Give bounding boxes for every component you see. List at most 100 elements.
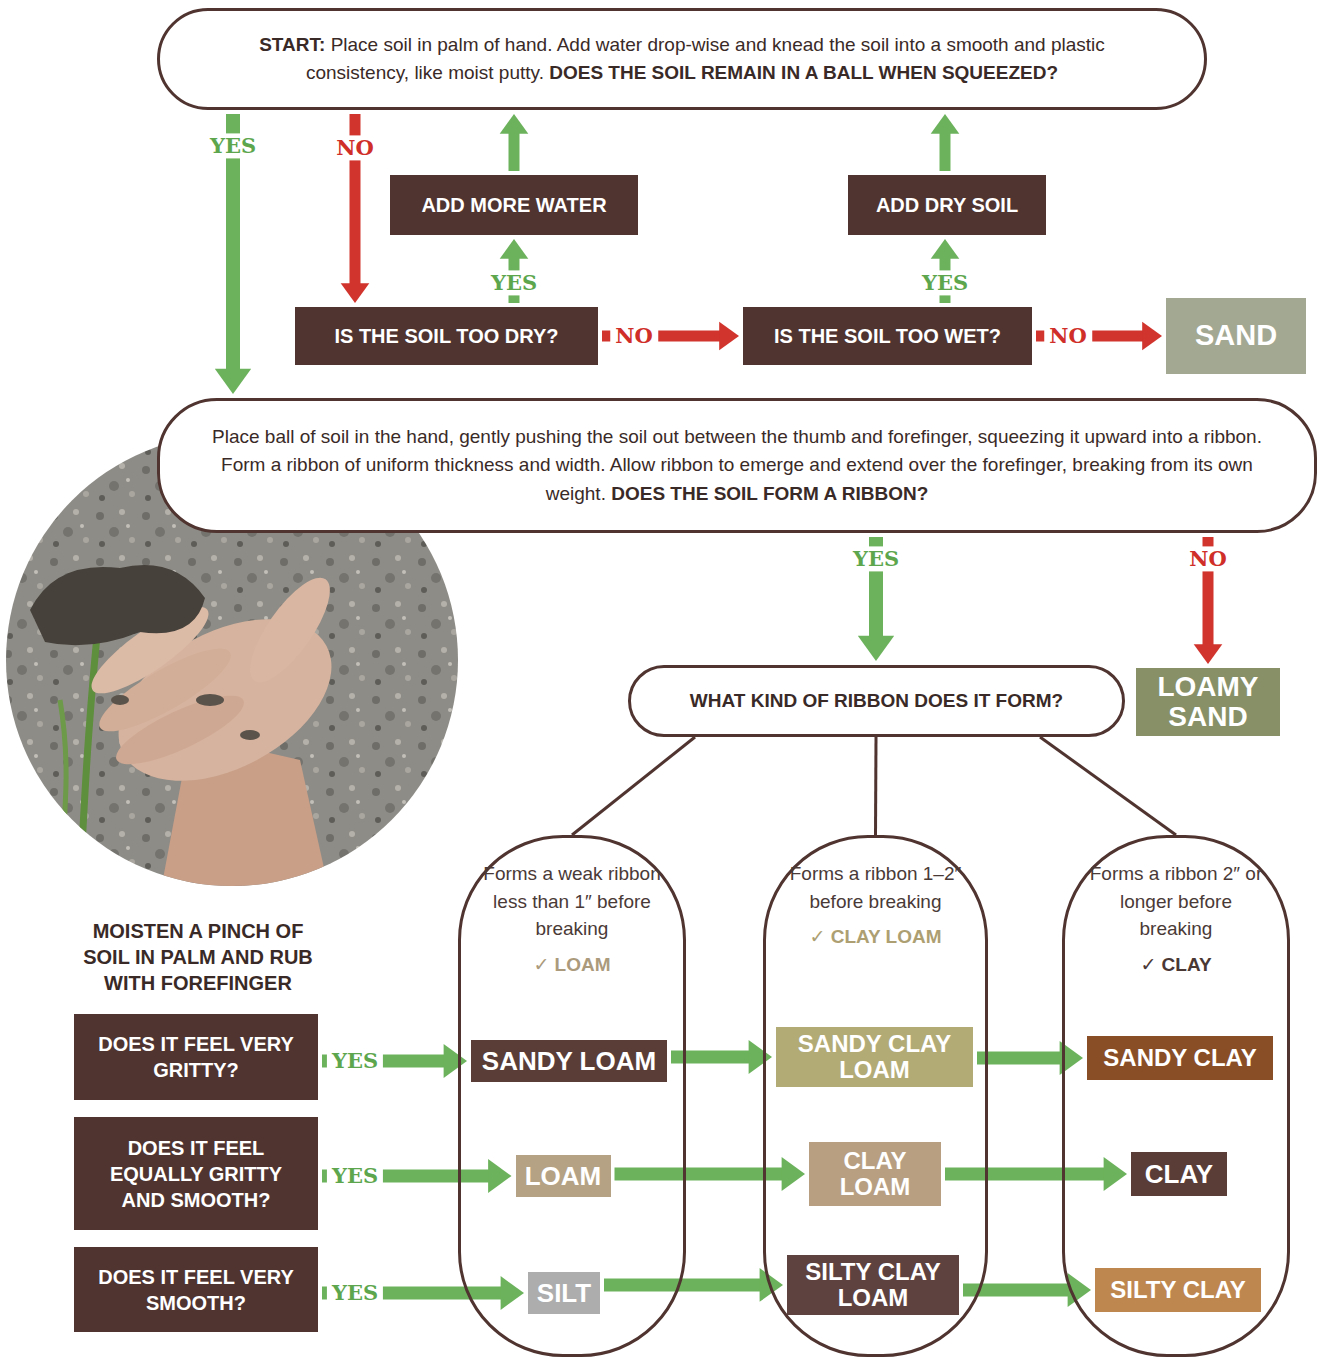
edge-label: NO — [610, 323, 658, 348]
arrow-shaft — [615, 1168, 784, 1181]
soil-smudge — [111, 695, 129, 705]
arrow-shaft — [671, 1051, 750, 1064]
edge-label: YES — [917, 270, 973, 295]
node-text: DOES IT FEEL VERY GRITTY? — [86, 1031, 306, 1083]
connector-arrow — [322, 1276, 524, 1310]
edge-label: YES — [848, 546, 904, 571]
node-text: START: — [259, 34, 325, 55]
node-text: DOES THE SOIL FORM A RIBBON? — [611, 483, 928, 504]
arrow-head — [1068, 1273, 1091, 1307]
arrow-shaft — [945, 1168, 1105, 1181]
texture-label: SANDY CLAY — [1087, 1036, 1273, 1080]
check-label: ✓ LOAM — [477, 951, 667, 979]
node-text: LOAM — [525, 1162, 602, 1190]
grass-blade — [60, 700, 66, 890]
group-heading: MOISTEN A PINCH OF SOIL IN PALM AND RUB … — [68, 918, 328, 996]
node-text: IS THE SOIL TOO DRY? — [334, 323, 558, 349]
arrow-head — [444, 1044, 467, 1078]
arrow-head — [500, 239, 529, 259]
arrow-head — [215, 369, 251, 394]
ribbon-column: Forms a ribbon 2″ or longer before break… — [1062, 835, 1290, 1357]
edge-label: YES — [327, 1280, 383, 1305]
node-text: DOES IT FEEL EQUALLY GRITTY AND SMOOTH? — [86, 1135, 306, 1213]
node-text: Forms a ribbon 1–2″ before breaking — [782, 860, 969, 915]
ribbon-column: Forms a weak ribbon less than 1″ before … — [458, 835, 686, 1357]
node-text: SAND — [1195, 320, 1277, 351]
node-text: SANDY CLAY LOAM — [782, 1031, 967, 1083]
node-text: SILT — [537, 1279, 591, 1307]
finger — [109, 683, 252, 777]
node-text: LOAMY SAND — [1144, 672, 1272, 732]
ribbon-column: Forms a ribbon 1–2″ before breaking ✓ CLA… — [763, 835, 988, 1357]
connector-arrow — [604, 1268, 783, 1302]
connector-line — [875, 737, 877, 835]
arrow-head — [782, 1157, 805, 1191]
connector-arrow — [1036, 322, 1162, 351]
node-text: CLAY LOAM — [815, 1148, 935, 1200]
edge-label: YES — [486, 270, 542, 295]
edge-label: NO — [331, 135, 379, 160]
connector-line — [1040, 737, 1176, 835]
node-text: DOES THE SOIL REMAIN IN A BALL WHEN SQUE… — [549, 62, 1058, 83]
connector-arrow — [322, 1044, 467, 1078]
node-text: IS THE SOIL TOO WET? — [774, 323, 1001, 349]
question-box: IS THE SOIL TOO DRY? — [295, 307, 598, 365]
paragraph: Place ball of soil in the hand, gently p… — [200, 423, 1274, 509]
question-box: WHAT KIND OF RIBBON DOES IT FORM? — [628, 665, 1125, 737]
node-text: WHAT KIND OF RIBBON DOES IT FORM? — [690, 690, 1063, 712]
soil-smudge — [240, 730, 260, 740]
arrow-shaft — [604, 1278, 761, 1291]
node-text: CLAY — [1145, 1160, 1213, 1188]
connector-arrow — [602, 322, 739, 351]
action-box: ADD DRY SOIL — [848, 175, 1046, 235]
node-text: Forms a ribbon 2″ or longer before break… — [1081, 860, 1271, 943]
node-text: SILTY CLAY LOAM — [793, 1259, 953, 1311]
paragraph: START:Place soil in palm of hand. Add wa… — [208, 31, 1156, 88]
arrow-head — [341, 283, 370, 303]
arrow-head — [501, 1276, 524, 1310]
texture-label: SAND — [1166, 298, 1306, 374]
connector-line — [572, 737, 695, 835]
texture-label: LOAM — [516, 1155, 611, 1197]
soil-smudge — [196, 694, 224, 706]
arrow-shaft — [509, 132, 520, 171]
arrow-head — [760, 1268, 783, 1302]
question-box: DOES IT FEEL VERY GRITTY? — [74, 1014, 318, 1100]
node-text: DOES IT FEEL VERY SMOOTH? — [86, 1264, 306, 1316]
node-text: SILTY CLAY — [1110, 1277, 1246, 1303]
connector-arrow — [945, 1157, 1127, 1191]
node-text: SANDY LOAM — [482, 1047, 656, 1075]
arrow-head — [1142, 322, 1162, 351]
thumb — [236, 567, 343, 694]
edge-label: YES — [327, 1048, 383, 1073]
arrow-shaft — [977, 1052, 1061, 1065]
arrow-shaft — [963, 1284, 1069, 1297]
edge-label: NO — [1184, 546, 1232, 571]
texture-label: SANDY CLAY LOAM — [776, 1027, 973, 1087]
texture-label: SILTY CLAY LOAM — [787, 1255, 959, 1315]
check-label: ✓ CLAY LOAM — [782, 923, 969, 951]
texture-label: CLAY — [1131, 1152, 1227, 1196]
node-text: ADD MORE WATER — [421, 192, 606, 218]
texture-label: SILTY CLAY — [1095, 1268, 1261, 1312]
connector-arrow — [615, 1157, 806, 1191]
question-box: IS THE SOIL TOO WET? — [743, 307, 1032, 365]
arrow-head — [931, 239, 960, 259]
soil-clump — [30, 565, 205, 645]
node-text: ADD DRY SOIL — [876, 192, 1018, 218]
edge-label: YES — [205, 133, 261, 158]
connector-line — [1040, 737, 1176, 835]
action-box: ADD MORE WATER — [390, 175, 638, 235]
arrow-head — [500, 114, 529, 134]
texture-label: LOAMY SAND — [1136, 668, 1280, 736]
arrow-shaft — [940, 132, 951, 171]
edge-label: NO — [1044, 323, 1092, 348]
question-box: DOES IT FEEL EQUALLY GRITTY AND SMOOTH? — [74, 1117, 318, 1230]
arrow-head — [1104, 1157, 1127, 1191]
arrow-head — [931, 114, 960, 134]
connector-arrow — [931, 114, 960, 171]
instruction-box: START:Place soil in palm of hand. Add wa… — [157, 8, 1207, 110]
node-text: SANDY CLAY — [1103, 1045, 1256, 1071]
connector-line — [874, 737, 878, 835]
check-label: ✓ CLAY — [1081, 951, 1271, 979]
